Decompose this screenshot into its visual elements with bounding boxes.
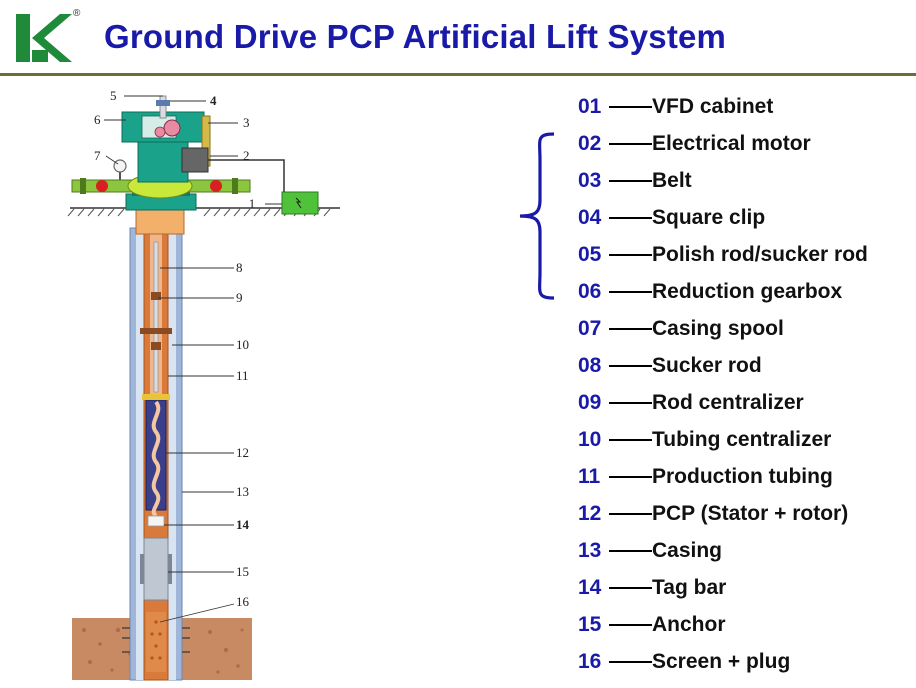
legend-item: 01 VFD cabinet [578, 92, 773, 122]
callout-7: 7 [94, 148, 101, 163]
legend-label: PCP (Stator + rotor) [652, 502, 849, 525]
legend-label: Sucker rod [652, 354, 762, 377]
legend-label: Casing spool [652, 317, 784, 340]
callout-2: 2 [243, 148, 250, 163]
title-divider [0, 73, 916, 76]
legend-number: 15 [578, 613, 602, 636]
legend-label: Anchor [652, 613, 726, 636]
callout-16: 16 [236, 594, 250, 609]
legend-dash [609, 106, 652, 108]
legend-item: 11 Production tubing [578, 462, 833, 492]
legend-item: 13 Casing [578, 536, 722, 566]
callout-6: 6 [94, 112, 101, 127]
legend-label: Belt [652, 169, 692, 192]
legend-number: 11 [578, 465, 601, 488]
legend-label: Electrical motor [652, 132, 811, 155]
legend-item: 16 Screen + plug [578, 647, 790, 677]
legend-item: 03 Belt [578, 166, 692, 196]
legend-dash [609, 587, 652, 589]
callout-14: 14 [236, 517, 250, 532]
legend-number: 13 [578, 539, 602, 562]
legend-dash [609, 661, 652, 663]
legend-dash [609, 254, 652, 256]
legend-dash [609, 624, 652, 626]
legend-item: 07 Casing spool [578, 314, 784, 344]
callout-9: 9 [236, 290, 243, 305]
legend-label: Tag bar [652, 576, 727, 599]
legend-number: 02 [578, 132, 602, 155]
legend-number: 07 [578, 317, 602, 340]
legend-number: 16 [578, 650, 602, 673]
legend-dash [609, 328, 652, 330]
legend-number: 04 [578, 206, 602, 229]
legend-dash [609, 143, 652, 145]
callout-15: 15 [236, 564, 249, 579]
legend-item: 12 PCP (Stator + rotor) [578, 499, 848, 529]
legend-item: 10 Tubing centralizer [578, 425, 831, 455]
legend-dash [609, 180, 652, 182]
legend-dash [609, 439, 652, 441]
legend-item: 06 Reduction gearbox [578, 277, 842, 307]
page-title: Ground Drive PCP Artificial Lift System [104, 18, 727, 55]
legend-dash [609, 513, 652, 515]
legend-label: Polish rod/sucker rod [652, 243, 868, 266]
legend-number: 05 [578, 243, 602, 266]
callout-11: 11 [236, 368, 249, 383]
legend-dash [609, 291, 652, 293]
legend-dash [609, 365, 652, 367]
legend-item: 04 Square clip [578, 203, 765, 233]
legend-number: 06 [578, 280, 602, 303]
legend-item: 08 Sucker rod [578, 351, 762, 381]
legend-item: 02 Electrical motor [578, 129, 811, 159]
company-logo [12, 10, 74, 66]
legend-label: Screen + plug [652, 650, 791, 673]
callout-12: 12 [236, 445, 249, 460]
callout-8: 8 [236, 260, 243, 275]
legend-label: Tubing centralizer [652, 428, 832, 451]
callout-5: 5 [110, 88, 117, 103]
legend-dash [609, 217, 652, 219]
legend-number: 09 [578, 391, 602, 414]
legend-label: VFD cabinet [652, 95, 774, 118]
legend-dash [609, 402, 652, 404]
registered-mark: ® [73, 8, 81, 19]
callout-3: 3 [243, 115, 250, 130]
legend-label: Reduction gearbox [652, 280, 843, 303]
group-brace [519, 132, 555, 300]
legend-label: Rod centralizer [652, 391, 804, 414]
legend-number: 08 [578, 354, 602, 377]
legend-label: Square clip [652, 206, 766, 229]
legend-item: 09 Rod centralizer [578, 388, 804, 418]
legend-dash [609, 476, 652, 478]
legend-number: 10 [578, 428, 602, 451]
legend-item: 15 Anchor [578, 610, 726, 640]
legend-label: Casing [652, 539, 723, 562]
legend-item: 05 Polish rod/sucker rod [578, 240, 868, 270]
legend-dash [609, 550, 652, 552]
callout-10: 10 [236, 337, 249, 352]
callout-1: 1 [249, 196, 256, 211]
legend-number: 01 [578, 95, 602, 118]
callout-13: 13 [236, 484, 249, 499]
legend-number: 03 [578, 169, 602, 192]
pcp-system-diagram: 1 2 3 4 5 6 7 8 9 10 11 12 13 14 15 16 [67, 88, 340, 681]
legend-item: 14 Tag bar [578, 573, 726, 603]
legend-number: 12 [578, 502, 602, 525]
legend-number: 14 [578, 576, 602, 599]
callout-4: 4 [210, 93, 217, 108]
legend-label: Production tubing [652, 465, 833, 488]
